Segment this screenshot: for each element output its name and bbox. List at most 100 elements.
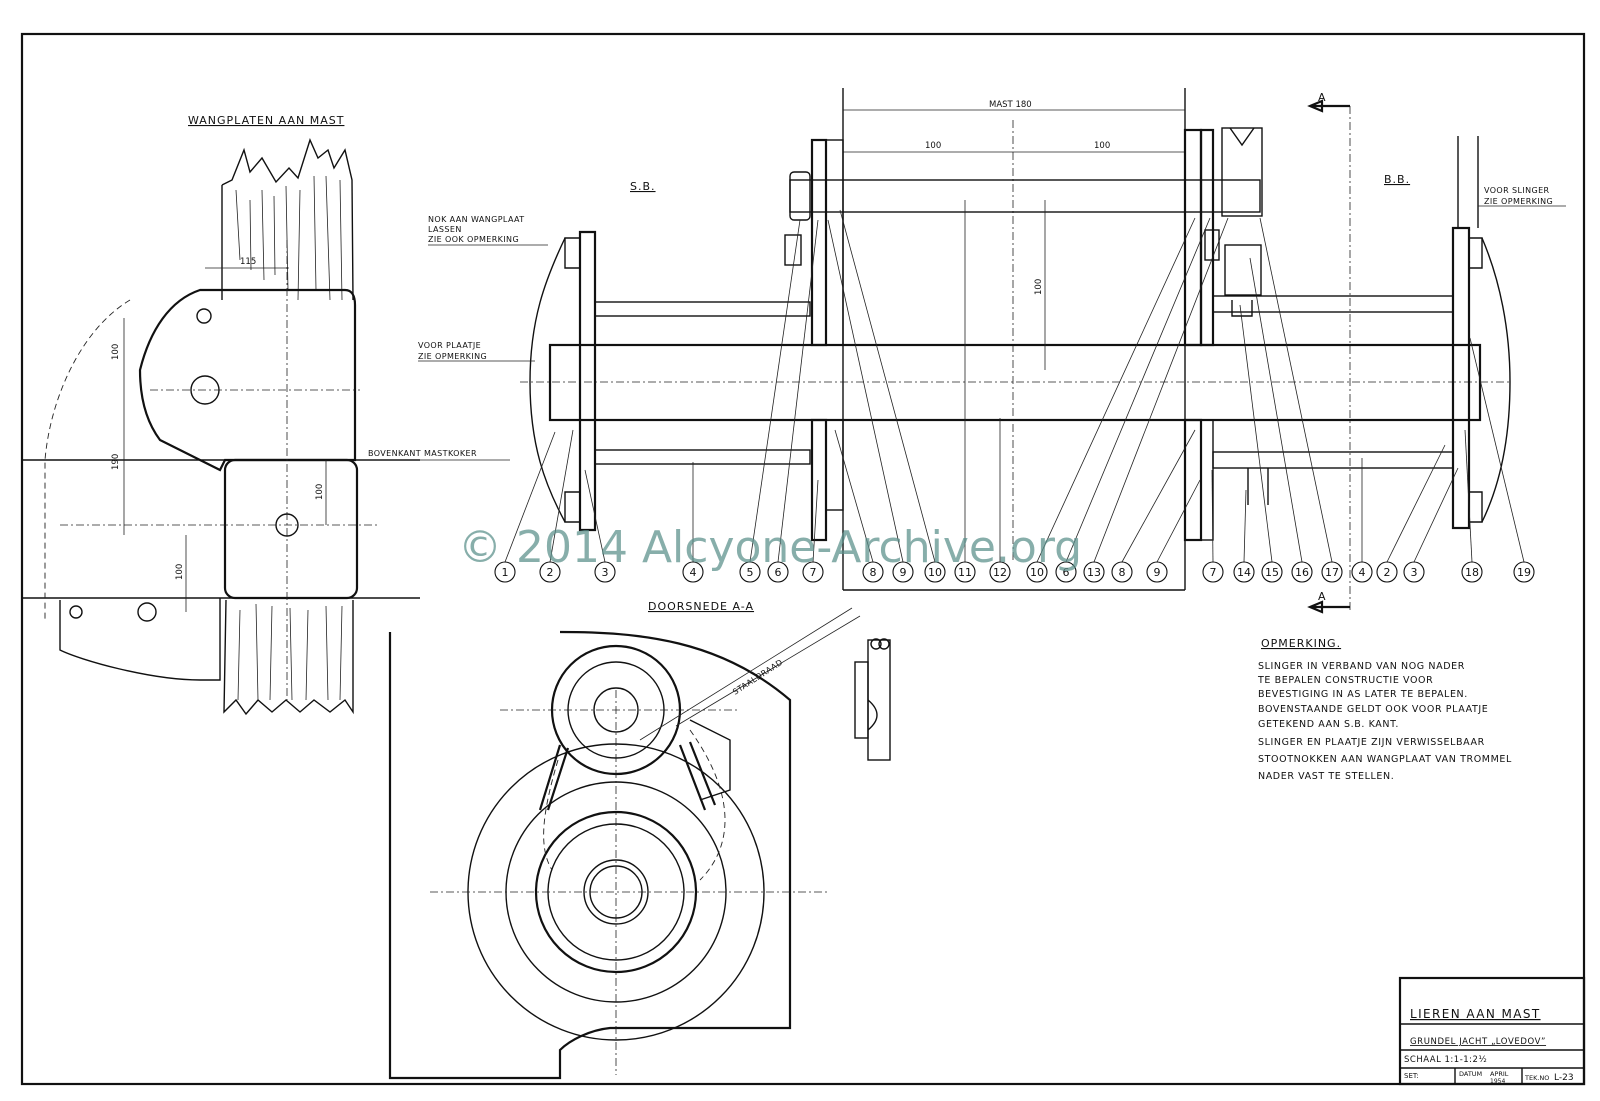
dim-190: 190 [111,454,121,470]
part-balloon: 7 [1202,561,1224,583]
part-balloon: 2 [1376,561,1398,583]
part-balloon-number: 4 [690,566,697,579]
dim-100-b: 100 [315,484,325,500]
part-balloon-circle [954,561,976,583]
part-balloon-circle [1351,561,1373,583]
part-balloon-circle [594,561,616,583]
label-starboard: S.B. [630,180,656,193]
section-mark-bottom: A [1318,590,1327,603]
dim-mast-180: MAST 180 [989,100,1032,110]
part-balloon-number: 13 [1087,566,1101,579]
note-plate-line-1: VOOR PLAATJE [418,341,481,350]
part-balloon: 6 [767,561,789,583]
part-balloon-number: 19 [1517,566,1531,579]
label-port: B.B. [1384,173,1410,186]
part-balloon: 2 [539,561,561,583]
date-value: APRIL [1490,1070,1509,1078]
part-balloon: 13 [1083,561,1105,583]
dim-100-a: 100 [111,344,121,360]
part-balloon-circle [1403,561,1425,583]
section-aa-title: DOORSNEDE A-A [648,600,754,613]
part-balloon-circle [767,561,789,583]
part-balloon: 18 [1461,561,1483,583]
part-balloon-circle [1461,561,1483,583]
copyright-watermark: © 2014 Alcyone-Archive.org [458,522,1082,573]
part-balloon-number: 17 [1325,566,1339,579]
drawing-subtitle: GRUNDEL JACHT „LOVEDOV” [1410,1037,1546,1047]
part-balloon: 10 [1026,561,1048,583]
section-mark-top: A [1318,91,1327,104]
remark-line-6: SLINGER EN PLAATJE ZIJN VERWISSELBAAR [1258,737,1485,748]
part-balloon-circle [1026,561,1048,583]
part-balloon-circle [539,561,561,583]
dim-vertical-100: 100 [1034,279,1044,295]
part-balloon: 10 [924,561,946,583]
note-cam-line-1: NOK AAN WANGPLAAT [428,215,525,224]
dim-100-c: 100 [175,564,185,580]
part-balloon-circle [802,561,824,583]
part-balloon-number: 8 [1119,566,1126,579]
part-balloon-circle [1111,561,1133,583]
part-balloon-circle [924,561,946,583]
part-balloon-circle [1261,561,1283,583]
remark-line-5: GETEKEND AAN S.B. KANT. [1258,719,1399,730]
remark-line-8: NADER VAST TE STELLEN. [1258,771,1394,782]
part-balloon-number: 11 [958,566,972,579]
part-balloon-circle [892,561,914,583]
part-balloon-number: 10 [1030,566,1044,579]
note-cam-line-3: ZIE OOK OPMERKING [428,235,519,244]
sheet-border [20,32,1586,1086]
part-balloon-number: 15 [1265,566,1279,579]
part-balloon-number: 14 [1237,566,1251,579]
title-block: LIEREN AAN MAST GRUNDEL JACHT „LOVEDOV” … [1398,976,1586,1086]
part-balloon-number: 10 [928,566,942,579]
part-balloon: 12 [989,561,1011,583]
part-balloon-circle [862,561,884,583]
part-balloon-number: 2 [547,566,554,579]
winch-main-view: MAST 180 100 100 100 [418,88,1566,614]
part-balloon-number: 18 [1465,566,1479,579]
part-balloon: 17 [1321,561,1343,583]
remarks-title: OPMERKING. [1261,637,1341,650]
part-balloon-number: 9 [900,566,907,579]
drawing-no-label: TEK.NO [1524,1074,1549,1082]
part-balloon: 16 [1291,561,1313,583]
part-balloon: 5 [739,561,761,583]
part-balloon: 4 [682,561,704,583]
part-balloon: 3 [594,561,616,583]
note-cam-line-2: LASSEN [428,225,462,234]
dim-left-100: 100 [925,141,941,151]
date-label: DATUM [1459,1070,1482,1078]
dim-115: 115 [240,257,256,267]
note-crank-line-2: ZIE OPMERKING [1484,197,1553,206]
part-balloon-number: 12 [993,566,1007,579]
part-balloon-circle [1233,561,1255,583]
remark-line-3: BEVESTIGING IN AS LATER TE BEPALEN. [1258,689,1468,700]
part-balloon-circle [1513,561,1535,583]
part-balloon-number: 3 [602,566,609,579]
drawing-scale: SCHAAL 1:1-1:2½ [1404,1055,1487,1065]
part-balloon-number: 5 [747,566,754,579]
remark-line-1: SLINGER IN VERBAND VAN NOG NADER [1258,661,1465,672]
cheek-plates-title: WANGPLATEN AAN MAST [188,114,344,127]
part-balloon-number: 3 [1411,566,1418,579]
remark-line-7: STOOTNOKKEN AAN WANGPLAAT VAN TROMMEL [1258,754,1512,765]
date-year: 1954 [1490,1078,1505,1085]
part-balloon: 7 [802,561,824,583]
part-balloon: 11 [954,561,976,583]
part-balloon-circle [1376,561,1398,583]
part-balloon-circle [682,561,704,583]
part-balloon-number: 8 [870,566,877,579]
set-label: SET: [1404,1072,1419,1080]
drawing-title: LIEREN AAN MAST [1410,1007,1541,1021]
part-balloon: 4 [1351,561,1373,583]
part-balloon: 3 [1403,561,1425,583]
part-balloon: 9 [892,561,914,583]
part-balloon: 6 [1055,561,1077,583]
note-crank-line-1: VOOR SLINGER [1484,186,1550,195]
part-balloon: 8 [1111,561,1133,583]
remark-line-2: TE BEPALEN CONSTRUCTIE VOOR [1257,675,1433,686]
part-balloon-circle [1083,561,1105,583]
part-balloon-number: 9 [1154,566,1161,579]
